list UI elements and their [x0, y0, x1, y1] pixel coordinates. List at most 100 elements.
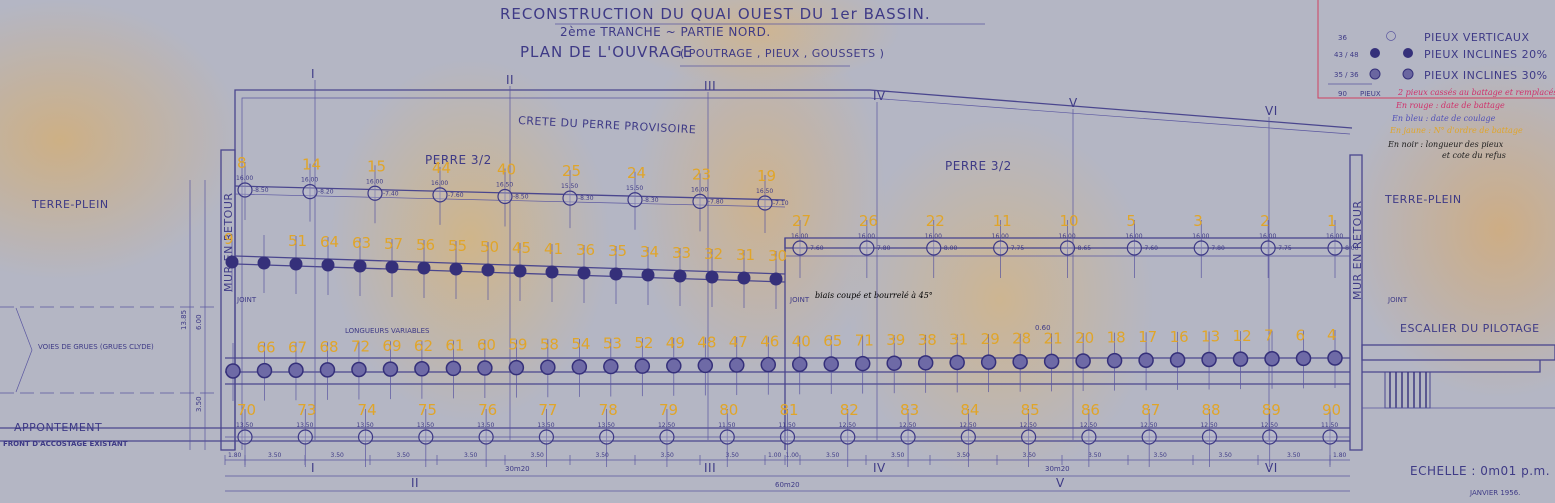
section-marker-top: II [506, 73, 514, 87]
pile-refus: -8.20 [318, 189, 334, 196]
pile-number: 31 [949, 330, 968, 348]
dark-circle-icon [641, 268, 655, 282]
pile-inclined-20: 45 [512, 239, 531, 301]
pile-number: 25 [562, 162, 581, 180]
hatched-circle-icon [886, 355, 902, 371]
pile-number: 88 [1201, 401, 1220, 419]
pile-number: 65 [823, 332, 842, 350]
bay-dimension: 1.80 [1333, 452, 1347, 459]
dim-13-85: 13.85 [180, 310, 188, 330]
open-circle-icon [599, 429, 615, 445]
pile-length: 13.50 [357, 422, 374, 429]
hatched-circle-icon [445, 360, 462, 377]
pile-number: 68 [319, 338, 338, 356]
pile-inclined-30: 29 [981, 330, 1000, 393]
section-marker-bottom: II [411, 476, 419, 490]
pile-inclined-30: 31 [949, 330, 968, 393]
pile-inclined-20: 63 [352, 234, 371, 296]
pile-number: 39 [886, 331, 905, 349]
hatched-circle-icon [823, 356, 839, 372]
legend-red-note: 2 pieux cassés au battage et remplacés [1397, 88, 1555, 97]
pile-inclined-30: 67 [288, 338, 307, 401]
pile-inclined-20: 56 [416, 236, 435, 298]
open-circle-icon [1141, 429, 1157, 445]
pile-length: 16.00 [1259, 233, 1276, 240]
pile-number: 18 [1107, 329, 1126, 347]
pile-length: 13.50 [296, 422, 313, 429]
pile-number: 3 [1193, 212, 1203, 230]
open-circle-icon [1021, 429, 1037, 445]
pile-number: 10 [1060, 212, 1079, 230]
pile-inclined-30: 49 [666, 334, 685, 396]
pile-number: 31 [736, 246, 755, 264]
pile-number: 44 [432, 159, 451, 177]
open-circle-icon [926, 240, 942, 256]
joint-right: JOINT [1387, 296, 1408, 304]
pile-inclined-20: 57 [384, 235, 403, 297]
open-circle-icon [960, 429, 976, 445]
bay-dimension: 3.50 [726, 452, 740, 459]
pile-length: 11.50 [1321, 422, 1338, 429]
open-circle-icon [1193, 240, 1209, 256]
section-marker-bottom: VI [1265, 461, 1278, 475]
bay-dimension: 3.50 [1023, 452, 1037, 459]
pile-refus: -7.80 [1209, 245, 1225, 252]
hatched-circle-icon [1075, 353, 1091, 369]
pile-refus: -8.30 [578, 195, 594, 202]
open-circle-icon [432, 187, 448, 203]
hatched-circle-icon [1138, 352, 1154, 368]
hatched-circle-icon [1402, 68, 1414, 80]
pile-refus: -8.65 [1076, 245, 1092, 252]
pile-number: 48 [697, 333, 716, 351]
section-marker-bottom: I [311, 461, 315, 475]
pile-number: 32 [704, 245, 723, 263]
pile-inclined-20: 35 [608, 242, 627, 304]
pile-number: 13 [1201, 327, 1220, 345]
hatched-circle-icon [540, 359, 556, 376]
pile-inclined-20: 55 [448, 237, 467, 299]
dark-circle-icon [1403, 48, 1413, 58]
pile-inclined-30: 61 [445, 336, 464, 399]
pile-inclined-30 [225, 343, 241, 401]
pile-length: 12.50 [1261, 422, 1278, 429]
hatched-circle-icon [288, 362, 304, 379]
open-circle-icon [692, 193, 708, 209]
pile-number: 80 [719, 401, 738, 419]
pile-inclined-20: 32 [704, 245, 723, 307]
hatched-circle-icon [917, 355, 934, 371]
pile-number: 78 [599, 401, 618, 419]
pile-number: 73 [297, 401, 316, 419]
echelle-label: ECHELLE : 0m01 p.m. [1410, 464, 1550, 478]
pile-number: 5 [1126, 212, 1136, 230]
open-circle-icon [757, 195, 773, 211]
pile-number: 9 [224, 230, 234, 248]
bay-dimension: 3.50 [826, 452, 840, 459]
bay-dimension: 3.50 [1219, 452, 1233, 459]
open-circle-icon [627, 192, 643, 208]
pile-inclined-30: 72 [351, 338, 370, 400]
pile-length: 13.50 [537, 422, 554, 429]
hatched-circle-icon [603, 358, 619, 375]
hatched-circle-icon [571, 359, 588, 375]
bay-dimension: 3.50 [397, 452, 411, 459]
pile-length: 16.50 [756, 188, 773, 195]
pile-number: 72 [351, 338, 370, 356]
open-circle-icon [1386, 31, 1396, 41]
pile-refus: -8.30 [643, 197, 659, 204]
pile-number: 54 [571, 335, 590, 353]
bay-dimension: 3.50 [891, 452, 905, 459]
pile-number: 19 [757, 167, 776, 185]
bay-dimension: 1.00 [768, 452, 782, 459]
hatched-circle-icon [1369, 68, 1381, 80]
